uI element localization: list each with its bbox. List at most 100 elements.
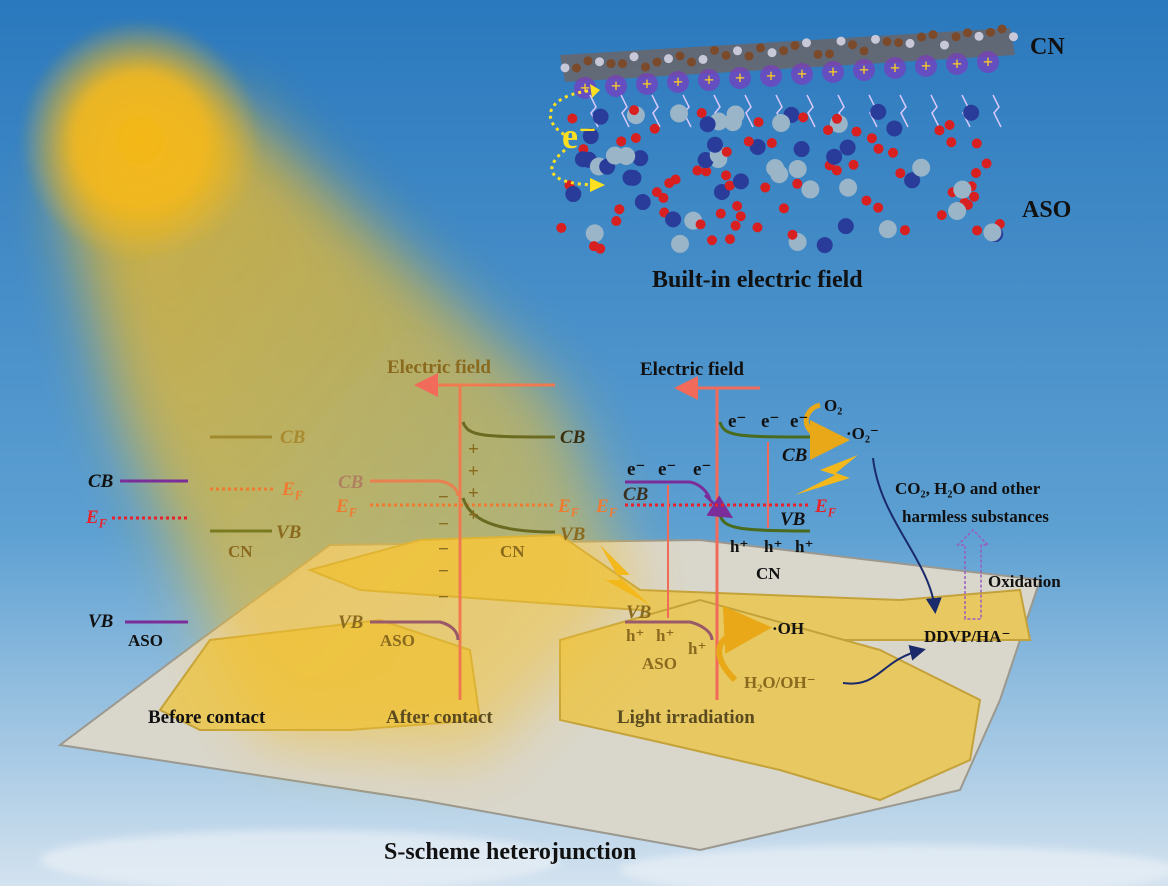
minus-charge: − bbox=[438, 539, 449, 560]
aso-atom bbox=[760, 182, 771, 193]
oxidation-label: Oxidation bbox=[988, 572, 1061, 591]
cn-vb-label: VB bbox=[560, 524, 586, 545]
aso-atom bbox=[946, 137, 957, 148]
plus-sign: + bbox=[642, 74, 652, 94]
cn-atom bbox=[641, 62, 650, 72]
aso-atom bbox=[622, 169, 639, 186]
aso-vb-label: VB bbox=[338, 612, 364, 633]
aso-atom bbox=[697, 152, 714, 169]
aso-atom bbox=[567, 113, 578, 124]
sun bbox=[20, 20, 260, 260]
aso-atom bbox=[912, 158, 931, 177]
aso-atom bbox=[695, 219, 706, 230]
plus-sign: + bbox=[704, 70, 714, 90]
aso-atom bbox=[701, 166, 712, 177]
aso-layer-label: ASO bbox=[1022, 197, 1072, 223]
cn-atom bbox=[756, 43, 765, 53]
aso-atom bbox=[670, 174, 681, 185]
aso-atom bbox=[630, 133, 641, 144]
aso-atom bbox=[585, 224, 604, 243]
aso-atom bbox=[634, 194, 651, 211]
light-irradiation-label: Light irradiation bbox=[617, 707, 755, 728]
field-line bbox=[651, 94, 661, 128]
plus-charge: + bbox=[468, 483, 479, 504]
aso-atom bbox=[732, 173, 749, 190]
cn-atom bbox=[687, 57, 696, 67]
aso-atom bbox=[632, 150, 649, 167]
cn-atom bbox=[1009, 32, 1018, 42]
electric-field-label: Electric field bbox=[640, 359, 744, 380]
electron-label: e⁻ bbox=[728, 411, 747, 432]
positive-charge-glow bbox=[884, 57, 906, 79]
cn-ef-label: EF bbox=[282, 479, 303, 503]
cn-layer-label: CN bbox=[1030, 34, 1065, 60]
superoxide-label: ·O₂⁻ bbox=[846, 424, 879, 443]
aso-atom bbox=[981, 158, 992, 169]
positive-charge-glow bbox=[636, 73, 658, 95]
cn-atom bbox=[583, 56, 593, 66]
aso-atom bbox=[963, 104, 980, 121]
aso-atom bbox=[574, 151, 591, 168]
aso-atom bbox=[823, 125, 834, 136]
cn-atom bbox=[721, 50, 731, 60]
aso-atom bbox=[723, 113, 742, 132]
aso-atom bbox=[611, 216, 622, 227]
cn-atom bbox=[963, 28, 972, 38]
aso-atom bbox=[670, 104, 689, 123]
aso-atom bbox=[629, 105, 640, 116]
positive-charge-glow bbox=[946, 53, 968, 75]
electron-transfer-arc bbox=[550, 148, 601, 187]
plus-sign: + bbox=[611, 76, 621, 96]
cn-atom bbox=[618, 59, 627, 69]
aso-atom bbox=[971, 167, 982, 178]
cn-atom bbox=[974, 31, 984, 41]
aso-atom bbox=[651, 187, 662, 198]
cn-atom bbox=[767, 48, 777, 58]
electron-label: e⁻ bbox=[562, 116, 597, 156]
hole-label: h⁺ bbox=[730, 537, 749, 556]
aso-atom bbox=[848, 159, 859, 170]
cn-vb-label: VB bbox=[780, 509, 806, 530]
plus-charge: + bbox=[468, 439, 479, 460]
aso-atom bbox=[732, 201, 743, 212]
aso-atom bbox=[715, 208, 726, 219]
cn-atom bbox=[790, 40, 800, 50]
cn-atom bbox=[882, 37, 892, 47]
plus-sign: + bbox=[735, 68, 745, 88]
electron-label: e⁻ bbox=[627, 459, 646, 480]
aso-atom bbox=[721, 146, 732, 157]
field-line bbox=[899, 94, 909, 128]
positive-charge-glow bbox=[729, 67, 751, 89]
positive-charge-glow bbox=[698, 69, 720, 91]
aso-atom bbox=[801, 180, 820, 199]
aso-atom bbox=[798, 112, 809, 123]
aso-atom bbox=[787, 229, 798, 240]
cn-atom bbox=[848, 40, 857, 50]
aso-vb-label: VB bbox=[88, 611, 114, 632]
aso-atom bbox=[866, 133, 877, 144]
positive-charge-glow bbox=[605, 75, 627, 97]
cn-atom bbox=[940, 40, 949, 50]
aso-atom bbox=[878, 220, 897, 239]
aso-atom bbox=[778, 203, 789, 214]
cn-ef-label: EF bbox=[558, 496, 579, 520]
lightning-icon bbox=[795, 455, 858, 495]
aso-atom bbox=[658, 192, 669, 203]
aso-atom bbox=[582, 128, 599, 145]
aso-atom bbox=[725, 234, 735, 245]
cn-atom bbox=[560, 63, 570, 73]
aso-atom bbox=[792, 178, 803, 189]
hole-label: h⁺ bbox=[764, 537, 783, 556]
before-contact-label: Before contact bbox=[148, 707, 266, 728]
plus-sign: + bbox=[673, 72, 683, 92]
aso-ef-label: EF bbox=[596, 496, 617, 520]
aso-atom bbox=[707, 235, 718, 246]
plus-sign: + bbox=[859, 60, 869, 80]
aso-atom bbox=[861, 195, 872, 206]
cn-atom bbox=[802, 38, 811, 48]
aso-atom bbox=[887, 147, 898, 158]
field-line bbox=[744, 94, 754, 128]
field-line bbox=[930, 94, 940, 128]
electric-field-label: Electric field bbox=[387, 357, 491, 378]
